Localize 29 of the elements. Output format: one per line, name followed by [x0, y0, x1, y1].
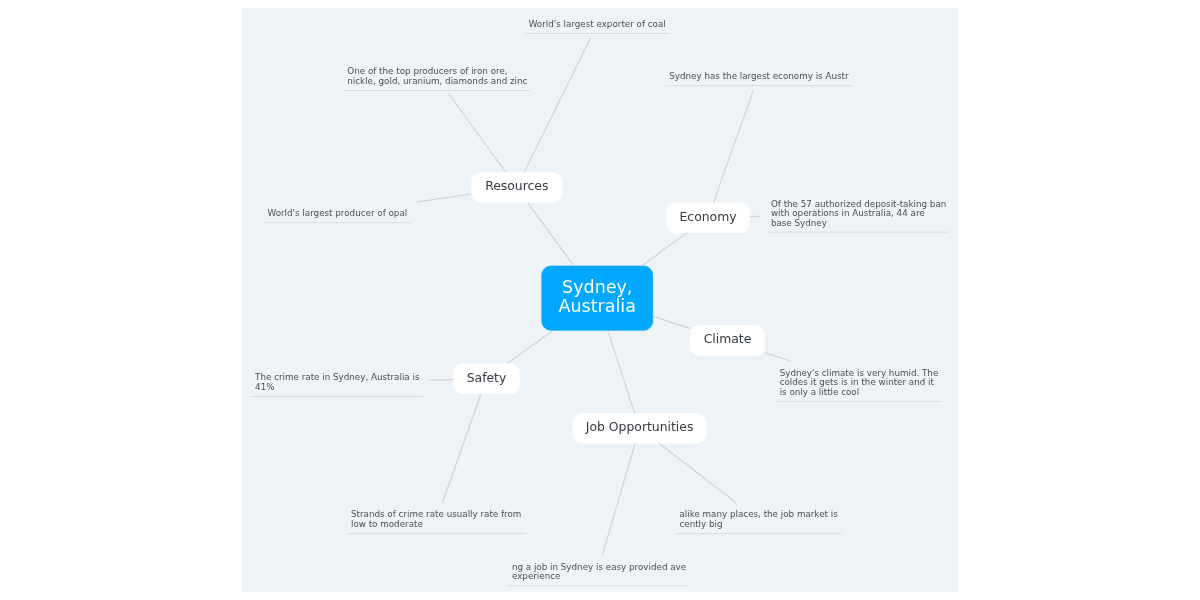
node-text: ng a job in Sydney is easy provided ave experience: [511, 561, 687, 582]
node-box: Safety: [452, 363, 521, 394]
connector: [527, 201, 575, 267]
node-text: Sydney has the largest economy is Austr: [669, 71, 849, 82]
node-box: Job Opportunities: [572, 413, 707, 444]
connector: [764, 352, 792, 362]
connector: [641, 232, 688, 267]
connector: [607, 329, 636, 414]
node-text: Strands of crime rate usually rate from low to moderate: [350, 509, 522, 529]
connector: [712, 89, 755, 204]
node-text: alike many places, the job market is cently big: [679, 509, 838, 529]
connector: [441, 393, 482, 504]
node-box: Climate: [689, 325, 766, 356]
node-text: Sydney's climate is very humid. The coldes it gets is in the winter and it is only a little cool: [779, 367, 939, 397]
node-box: Economy: [666, 202, 750, 233]
connector: [506, 329, 554, 365]
connector: [523, 36, 592, 173]
connector: [416, 193, 472, 203]
connector: [447, 92, 507, 173]
connector: [652, 315, 691, 329]
connector: [658, 442, 737, 504]
connector: [601, 442, 636, 556]
node-box: Resources: [471, 172, 563, 203]
node-text: World's largest exporter of coal: [528, 18, 666, 29]
node-text: The crime rate in Sydney, Australia is 41%: [255, 372, 420, 392]
node-box: Sydney, Australia: [541, 265, 654, 331]
node-text: One of the top producers of iron ore, nickle, gold, uranium, diamonds and zinc: [347, 66, 528, 86]
node-text: Of the 57 authorized deposit-taking ban with operations in Australia, 44 are base Sydney: [770, 198, 947, 228]
node-text: World's largest producer of opal: [267, 208, 408, 219]
